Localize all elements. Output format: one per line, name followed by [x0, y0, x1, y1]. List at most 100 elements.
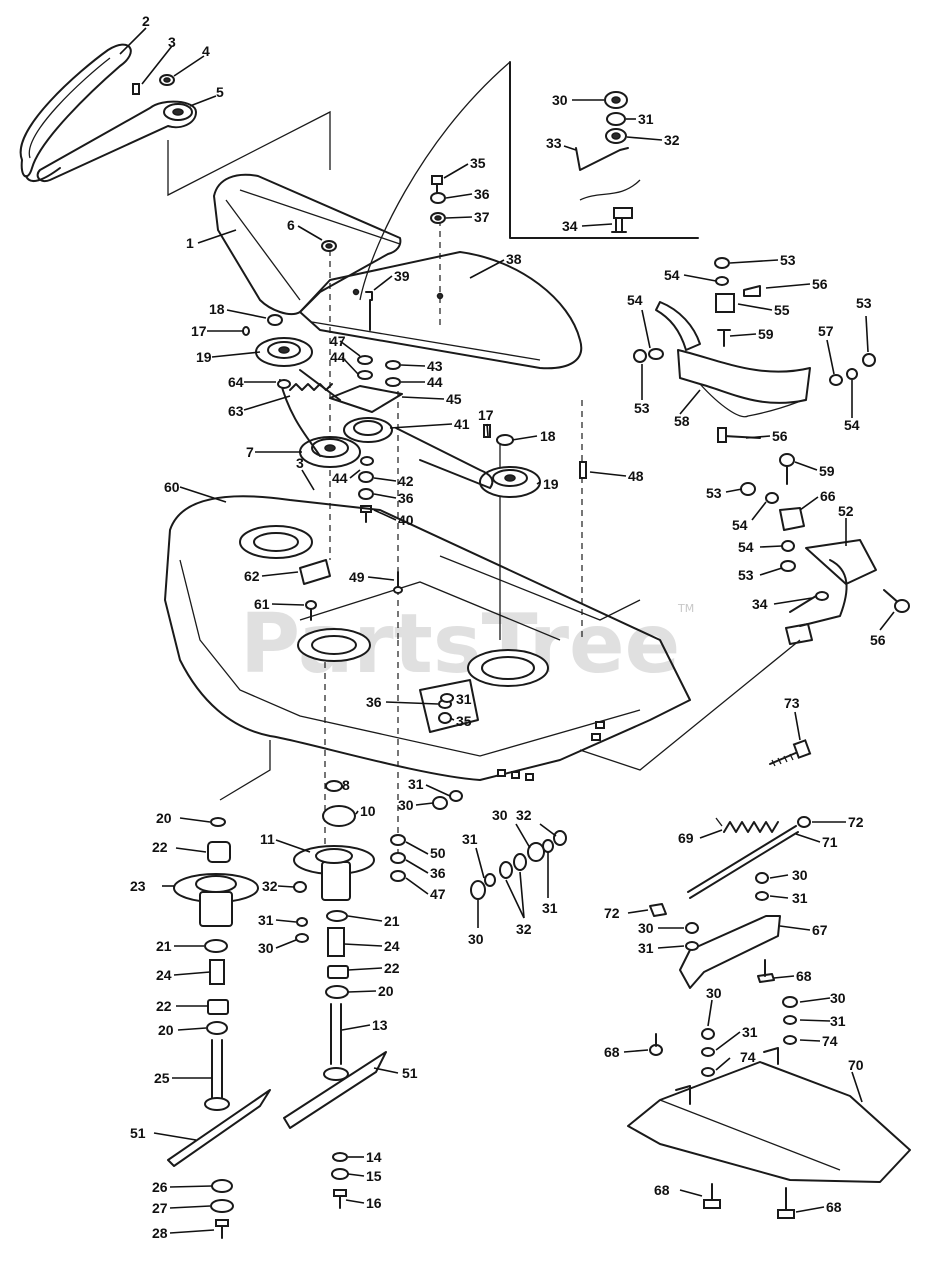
callout-31-g: 31 [638, 940, 654, 956]
callout-31-h: 31 [742, 1024, 758, 1040]
callout-30-c: 30 [492, 807, 508, 823]
callout-31-f: 31 [792, 890, 808, 906]
callout-48: 48 [628, 468, 644, 484]
callout-30-d: 30 [468, 931, 484, 947]
callout-56-b: 56 [772, 428, 788, 444]
callout-70: 70 [848, 1057, 864, 1073]
callout-72-b: 72 [604, 905, 620, 921]
callout-47: 47 [330, 333, 346, 349]
callout-68-d: 68 [826, 1199, 842, 1215]
construction-lines [167, 61, 583, 860]
callout-53-b: 53 [856, 295, 872, 311]
callout-51-b: 51 [402, 1065, 418, 1081]
callout-54-b: 54 [627, 292, 643, 308]
callout-34: 34 [752, 596, 768, 612]
skid-plate [627, 996, 911, 1219]
deck-linkage [579, 639, 801, 771]
spring [277, 379, 333, 391]
callout-36-c: 36 [366, 694, 382, 710]
callout-30-b: 30 [258, 940, 274, 956]
callout-31-d: 31 [462, 831, 478, 847]
callout-35-b: 35 [456, 713, 472, 729]
callout-55: 55 [774, 302, 790, 318]
callout-11: 11 [260, 831, 275, 847]
callout-53: 53 [780, 252, 796, 268]
deck-hardware [305, 571, 463, 810]
callout-35: 35 [470, 155, 486, 171]
callout-labels: 2 3 4 5 1 6 18 17 19 64 63 7 3 60 62 61 … [130, 13, 886, 1241]
callout-17: 17 [191, 323, 207, 339]
callout-31-e: 31 [542, 900, 558, 916]
callout-32-c: 32 [516, 921, 532, 937]
callout-21-b: 21 [384, 913, 400, 929]
callout-20: 20 [156, 810, 172, 826]
callout-14: 14 [366, 1149, 382, 1165]
callout-73: 73 [784, 695, 800, 711]
callout-44-b: 44 [427, 374, 443, 390]
callout-31-i: 31 [830, 1013, 846, 1029]
callout-54-c: 54 [844, 417, 860, 433]
callout-61: 61 [254, 596, 270, 612]
callout-56-c: 56 [870, 632, 886, 648]
callout-4: 4 [202, 43, 210, 59]
callout-3-lower: 3 [296, 455, 304, 471]
callout-66: 66 [820, 488, 836, 504]
belt [19, 43, 132, 183]
callout-69: 69 [678, 830, 694, 846]
callout-27: 27 [152, 1200, 168, 1216]
callout-44-c: 44 [332, 470, 348, 486]
inset-frame [509, 61, 699, 239]
callout-3: 3 [168, 34, 176, 50]
callout-44: 44 [330, 349, 346, 365]
callout-53-d: 53 [706, 485, 722, 501]
callout-22: 22 [152, 839, 168, 855]
callout-1: 1 [186, 235, 194, 251]
callout-62: 62 [244, 568, 260, 584]
callout-28: 28 [152, 1225, 168, 1241]
callout-34-inset: 34 [562, 218, 578, 234]
callout-30-g: 30 [706, 985, 722, 1001]
callout-38: 38 [506, 251, 522, 267]
top-hardware [365, 175, 446, 331]
mower-deck-housing [164, 495, 691, 781]
adjustment-bolt [769, 739, 812, 767]
callout-47-b: 47 [430, 886, 446, 902]
callout-59-b: 59 [819, 463, 835, 479]
callout-22-b: 22 [156, 998, 172, 1014]
callout-74: 74 [740, 1049, 756, 1065]
idler-arm [36, 74, 197, 182]
callout-5: 5 [216, 84, 224, 100]
discharge-chute [633, 257, 876, 443]
callout-64: 64 [228, 374, 244, 390]
callout-32-inset: 32 [664, 132, 680, 148]
callout-16: 16 [366, 1195, 382, 1211]
callout-18: 18 [209, 301, 225, 317]
callout-30-e: 30 [792, 867, 808, 883]
callout-54: 54 [664, 267, 680, 283]
callout-31: 31 [456, 691, 472, 707]
callout-72: 72 [848, 814, 864, 830]
inset-hardware [575, 91, 641, 233]
callout-10: 10 [360, 803, 376, 819]
callout-22-c: 22 [384, 960, 400, 976]
callout-32-b: 32 [516, 807, 532, 823]
callout-15: 15 [366, 1168, 382, 1184]
callout-53-c: 53 [634, 400, 650, 416]
callout-24-b: 24 [384, 938, 400, 954]
lift-bracket [679, 915, 781, 989]
idler-bracket [279, 355, 494, 489]
callout-26: 26 [152, 1179, 168, 1195]
callout-56: 56 [812, 276, 828, 292]
callout-30-f: 30 [638, 920, 654, 936]
callout-18-right: 18 [540, 428, 556, 444]
callout-74-b: 74 [822, 1033, 838, 1049]
callout-17-right: 17 [478, 407, 494, 423]
callout-67: 67 [812, 922, 828, 938]
center-lower-hardware [390, 830, 567, 900]
left-spindle-assembly [167, 817, 271, 1239]
callout-53-e: 53 [738, 567, 754, 583]
callout-52: 52 [838, 503, 854, 519]
callout-41: 41 [454, 416, 470, 432]
callout-30-h: 30 [830, 990, 846, 1006]
callout-25: 25 [154, 1070, 170, 1086]
